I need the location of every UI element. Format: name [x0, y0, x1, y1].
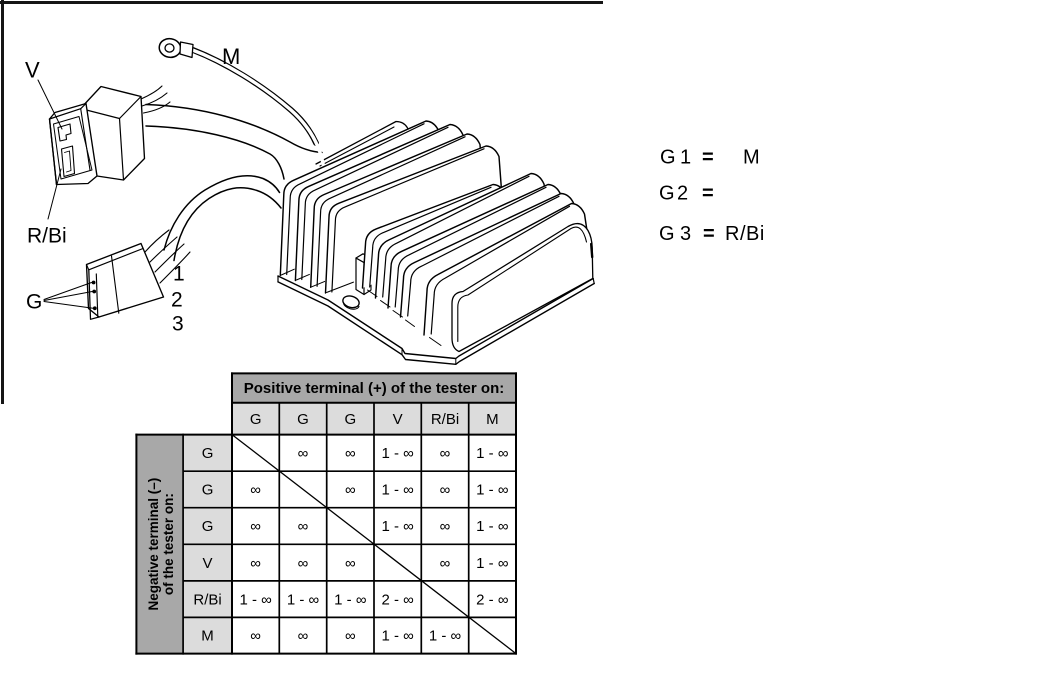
- svg-text:∞: ∞: [298, 555, 309, 572]
- svg-text:1 - ∞: 1 - ∞: [476, 555, 509, 572]
- svg-text:G: G: [660, 147, 676, 169]
- svg-text:∞: ∞: [250, 482, 261, 499]
- svg-text:1: 1: [680, 147, 691, 169]
- svg-text:3: 3: [680, 223, 691, 245]
- svg-text:1 - ∞: 1 - ∞: [381, 628, 414, 645]
- svg-text:G: G: [659, 183, 675, 205]
- svg-text:1 - ∞: 1 - ∞: [334, 591, 367, 608]
- svg-text:R/Bi: R/Bi: [193, 591, 221, 608]
- svg-text:G: G: [659, 223, 675, 245]
- svg-text:R/Bi: R/Bi: [431, 411, 459, 428]
- svg-text:=: =: [702, 147, 714, 169]
- svg-text:R/Bi: R/Bi: [725, 223, 765, 245]
- svg-text:G: G: [26, 291, 42, 314]
- svg-text:2: 2: [171, 289, 183, 312]
- svg-text:1 - ∞: 1 - ∞: [476, 518, 509, 535]
- svg-text:2 - ∞: 2 - ∞: [381, 591, 414, 608]
- svg-text:∞: ∞: [298, 445, 309, 462]
- svg-text:M: M: [743, 147, 760, 169]
- svg-text:∞: ∞: [440, 482, 451, 499]
- svg-text:Negative terminal (–): Negative terminal (–): [146, 478, 161, 611]
- svg-text:=: =: [703, 223, 715, 245]
- svg-text:2 - ∞: 2 - ∞: [476, 591, 509, 608]
- svg-text:∞: ∞: [345, 482, 356, 499]
- svg-text:Positive terminal (+) of the t: Positive terminal (+) of the tester on:: [244, 380, 504, 397]
- svg-text:V: V: [203, 555, 213, 572]
- svg-text:∞: ∞: [345, 555, 356, 572]
- svg-text:R/Bi: R/Bi: [27, 225, 67, 248]
- svg-text:G: G: [250, 411, 262, 428]
- svg-text:∞: ∞: [250, 628, 261, 645]
- svg-text:1 - ∞: 1 - ∞: [239, 591, 272, 608]
- svg-text:M: M: [201, 628, 214, 645]
- svg-text:M: M: [222, 44, 240, 69]
- svg-text:1 - ∞: 1 - ∞: [381, 482, 414, 499]
- svg-text:1 - ∞: 1 - ∞: [287, 591, 320, 608]
- svg-text:∞: ∞: [440, 445, 451, 462]
- svg-text:∞: ∞: [440, 555, 451, 572]
- svg-text:1: 1: [173, 263, 185, 286]
- svg-text:∞: ∞: [298, 628, 309, 645]
- svg-text:1 - ∞: 1 - ∞: [381, 445, 414, 462]
- svg-text:2: 2: [677, 183, 688, 205]
- svg-text:1 - ∞: 1 - ∞: [476, 445, 509, 462]
- svg-text:of the tester on:: of the tester on:: [161, 493, 176, 595]
- svg-text:G: G: [202, 445, 214, 462]
- svg-text:∞: ∞: [250, 518, 261, 535]
- svg-text:G: G: [202, 482, 214, 499]
- svg-text:∞: ∞: [250, 555, 261, 572]
- svg-text:V: V: [25, 58, 40, 83]
- svg-text:1 - ∞: 1 - ∞: [429, 628, 462, 645]
- svg-text:=: =: [702, 183, 714, 205]
- svg-text:∞: ∞: [345, 445, 356, 462]
- svg-text:1 - ∞: 1 - ∞: [476, 482, 509, 499]
- svg-text:M: M: [486, 411, 499, 428]
- svg-text:3: 3: [172, 313, 184, 336]
- svg-text:V: V: [393, 411, 403, 428]
- svg-text:G: G: [202, 518, 214, 535]
- svg-text:∞: ∞: [298, 518, 309, 535]
- svg-text:∞: ∞: [345, 628, 356, 645]
- svg-text:∞: ∞: [440, 518, 451, 535]
- svg-text:G: G: [345, 411, 357, 428]
- svg-text:1 - ∞: 1 - ∞: [381, 518, 414, 535]
- svg-text:G: G: [297, 411, 309, 428]
